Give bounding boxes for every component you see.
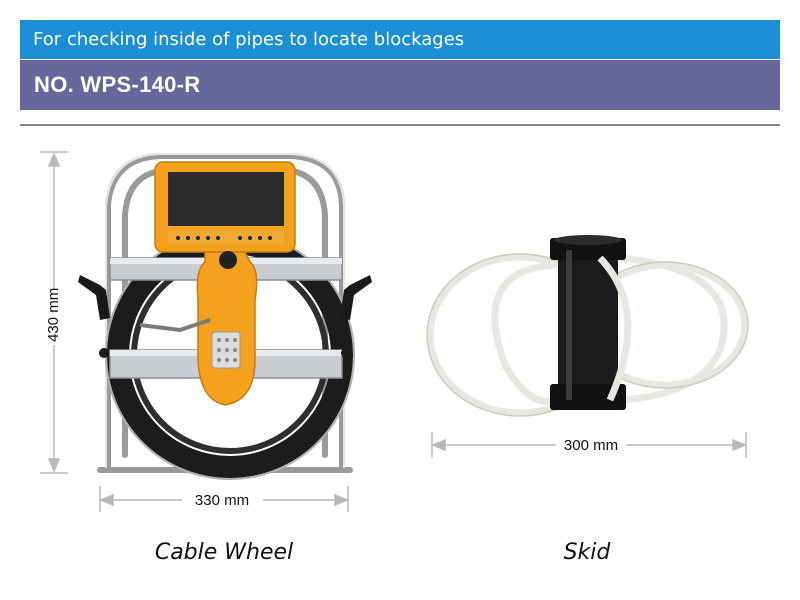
height-dimension xyxy=(40,151,68,474)
cable-wheel-figure: 430 mm 330 mm xyxy=(40,151,372,512)
wheel-width-dimension-label: 330 mm xyxy=(195,492,249,509)
monitor-unit xyxy=(154,161,296,406)
wheel-width-dimension xyxy=(99,486,349,512)
skid-tube xyxy=(550,235,626,410)
probe-cable xyxy=(139,318,211,333)
divider-rule xyxy=(20,124,780,126)
model-number-banner: NO. WPS-140-R xyxy=(20,60,780,110)
subtitle-banner: For checking inside of pipes to locate b… xyxy=(20,20,780,59)
skid-figure: 300 mm xyxy=(426,235,749,458)
side-handles xyxy=(78,275,372,358)
skid-width-dimension-label: 300 mm xyxy=(564,437,618,454)
skid-caption: Skid xyxy=(563,540,611,565)
height-dimension-label: 430 mm xyxy=(45,288,62,342)
skid-width-dimension xyxy=(431,432,747,458)
cable-wheel-caption: Cable Wheel xyxy=(154,540,294,565)
